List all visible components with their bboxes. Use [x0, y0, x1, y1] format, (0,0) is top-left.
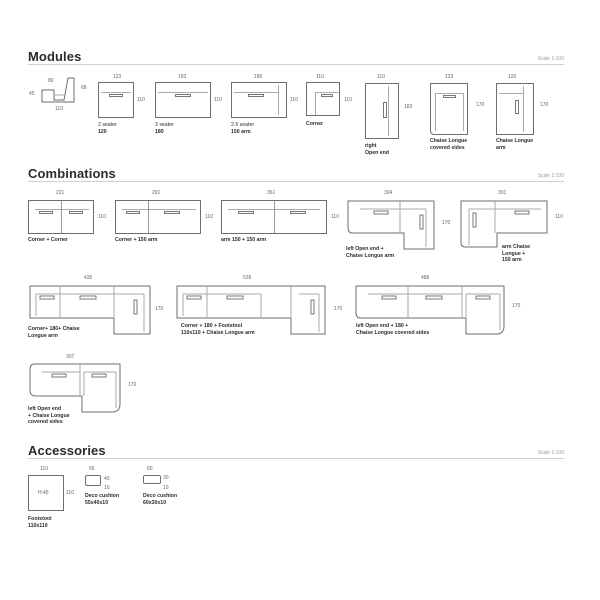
footstool-plan: H:45	[28, 475, 64, 511]
modules-title: Modules	[28, 49, 82, 64]
combinations-title: Combinations	[28, 166, 116, 181]
module-3-seater-plan	[155, 82, 211, 118]
modules-rule	[28, 64, 564, 65]
module-corner-plan	[306, 82, 340, 116]
side-profile-drawing	[41, 77, 75, 103]
accessories-rule	[28, 458, 564, 459]
modules-scale: Scale 1:100	[537, 56, 564, 62]
accessories-title: Accessories	[28, 443, 106, 458]
module-2-5-seater-plan	[231, 82, 287, 118]
combinations-scale: Scale 1:100	[537, 173, 564, 179]
accessories-scale: Scale 1:100	[537, 450, 564, 456]
module-open-end-plan	[365, 83, 399, 139]
cushion-55-plan	[85, 475, 101, 486]
combinations-rule	[28, 181, 564, 182]
cushion-60-plan	[143, 475, 161, 484]
module-chaise-covered-plan	[430, 83, 468, 135]
module-2-seater-plan	[98, 82, 134, 118]
module-chaise-arm-plan	[496, 83, 534, 135]
